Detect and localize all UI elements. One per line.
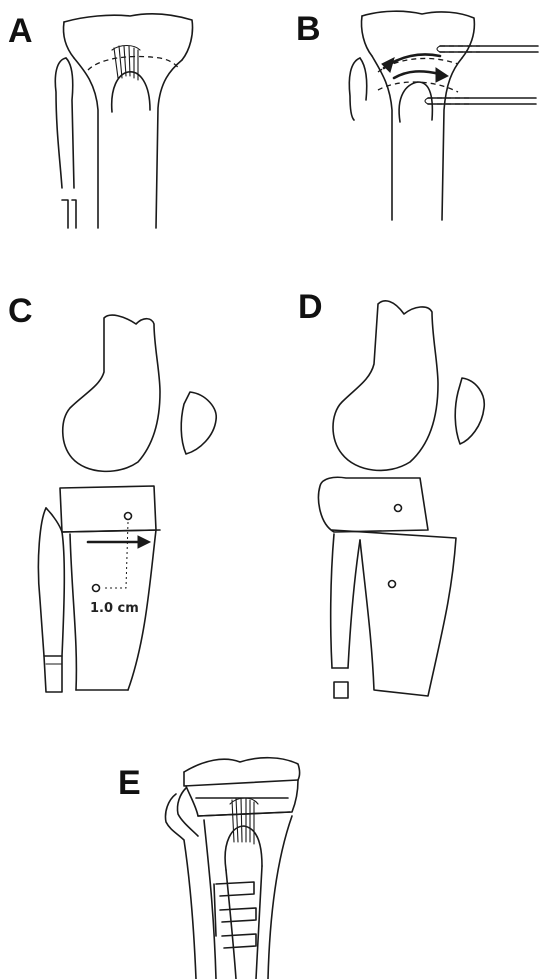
panel-c: C 1.0 (8, 292, 216, 692)
panel-a: A (8, 12, 193, 228)
panel-d-upper-hole (395, 505, 402, 512)
panel-c-upper-hole (125, 513, 132, 520)
panel-d: D (298, 288, 484, 698)
panel-a-tibia-drawing (55, 14, 192, 228)
panel-d-label: D (298, 288, 323, 326)
panel-b-tibia-drawing (349, 11, 538, 220)
panel-c-knee-drawing: 1.0 cm (38, 315, 216, 692)
panel-d-knee-drawing (319, 301, 485, 698)
panel-c-measurement-text: 1.0 cm (90, 601, 139, 616)
panel-a-label: A (8, 12, 33, 50)
panel-b: B (296, 10, 538, 220)
panel-c-lower-hole (93, 585, 100, 592)
panel-b-label: B (296, 10, 321, 48)
panel-e-label: E (118, 764, 141, 802)
panel-e-tibia-drawing (165, 758, 299, 979)
panel-c-label: C (8, 292, 33, 330)
panel-e: E (118, 758, 300, 979)
panel-d-lower-hole (389, 581, 396, 588)
